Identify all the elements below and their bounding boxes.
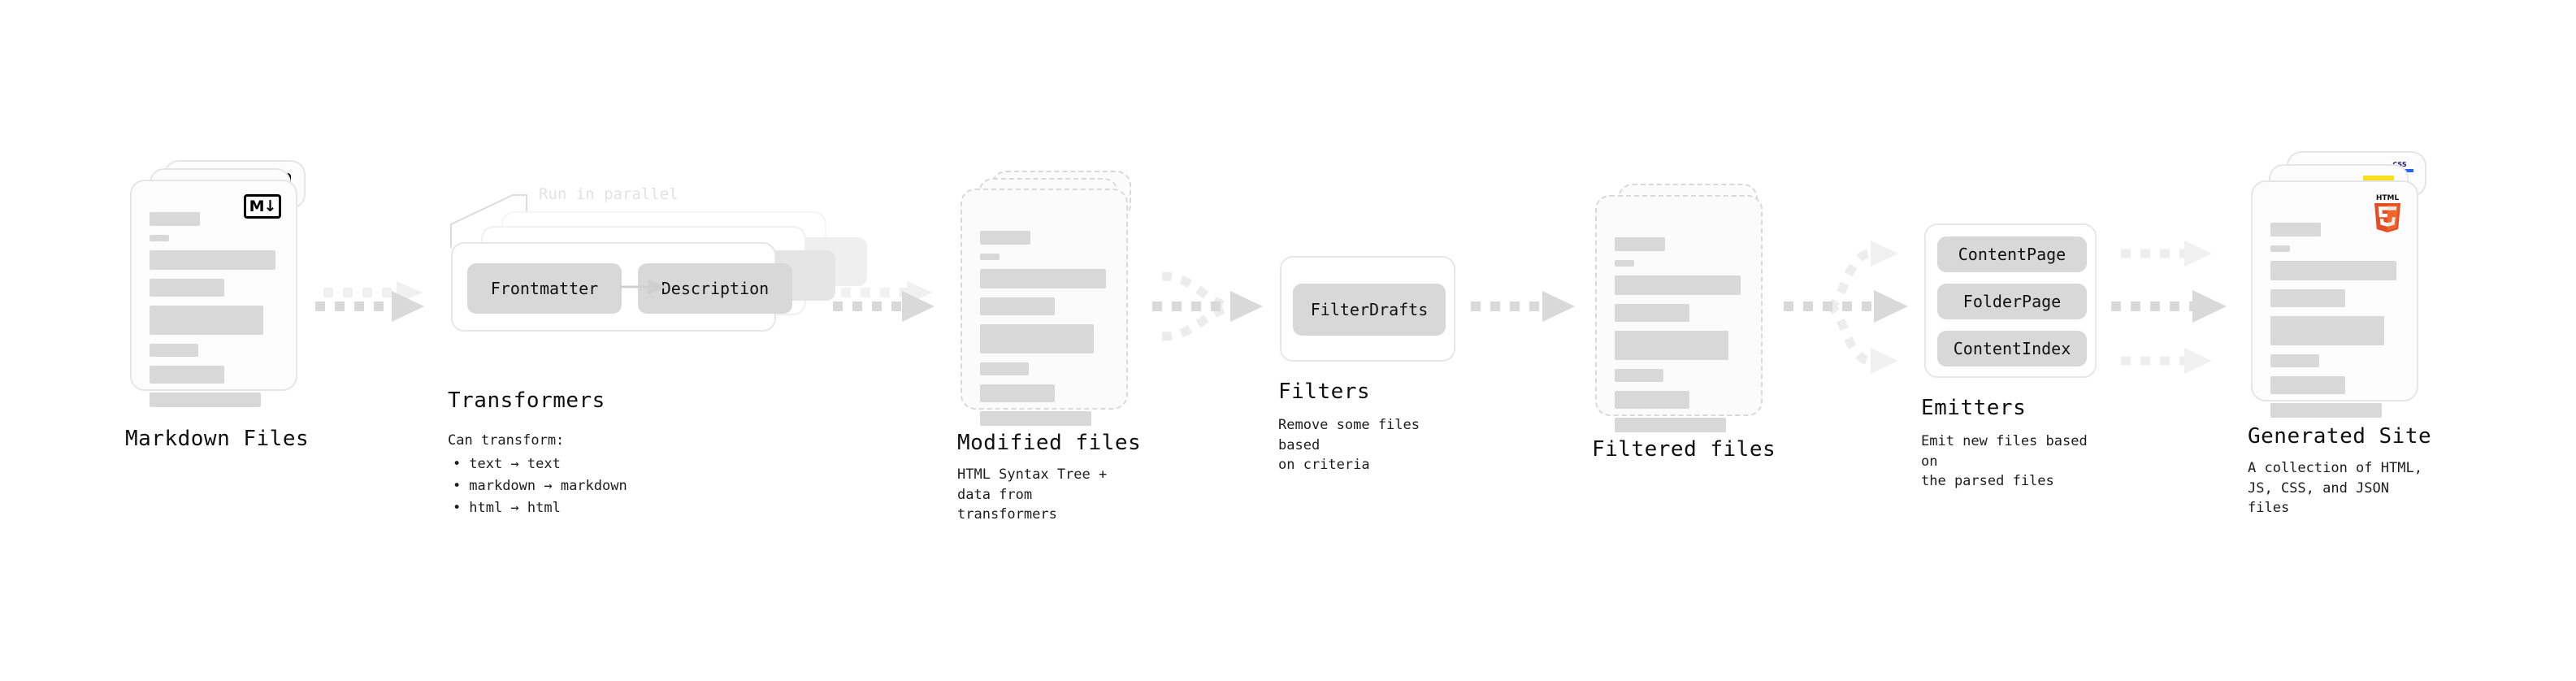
skeleton-bar: [2270, 223, 2321, 236]
emitter-chip-label: ContentIndex: [1953, 339, 2071, 358]
skeleton-bar: [2270, 376, 2345, 394]
html5-badge: HTML: [2370, 192, 2405, 232]
skeleton-bar: [980, 324, 1094, 354]
markdown-card-content: M↓: [132, 181, 296, 407]
markdown-badge-glyph: M↓: [244, 194, 281, 219]
skeleton-bar: [1615, 304, 1689, 322]
filtered-card-front: [1595, 195, 1763, 432]
skeleton-bar: [980, 297, 1055, 315]
skeleton-bar: [980, 231, 1030, 245]
filtered-file-stack: [1595, 184, 1771, 432]
skeleton-bar: [1615, 418, 1726, 432]
connector-markdown-to-transformers: [315, 281, 424, 322]
skeleton-bar: [150, 235, 169, 241]
generated-card-content: HTML: [2253, 182, 2417, 418]
skeleton-bar: [150, 306, 263, 335]
markdown-badge-front: M↓: [244, 194, 281, 219]
stage-subtitle-filters: Remove some files based on criteria: [1278, 417, 1420, 474]
transformers-capability-list: text → text markdown → markdown html → h…: [448, 453, 627, 520]
skeleton-bar: [980, 254, 1000, 260]
skeleton-bar: [1615, 391, 1689, 409]
connector-modified-to-filters: [1152, 271, 1263, 341]
stage-filtered-files: Filtered files: [1592, 184, 1776, 462]
skeleton-bar: [150, 250, 275, 270]
list-item: markdown → markdown: [448, 475, 627, 497]
html5-shield-svg: HTML: [2374, 194, 2400, 232]
stage-transformers: Run in parallel Frontmatter Desc: [448, 185, 867, 516]
stage-subtitle-modified-files: HTML Syntax Tree + data from transformer…: [957, 466, 1108, 523]
stage-title-emitters: Emitters: [1921, 396, 2027, 420]
skeleton-bar: [1615, 275, 1741, 295]
skeleton-bar: [150, 212, 200, 226]
skeleton-bar: [980, 269, 1106, 288]
emitters-box: ContentPage FolderPage ContentIndex: [1924, 223, 2097, 378]
emitter-chip-folderpage[interactable]: FolderPage: [1937, 284, 2087, 319]
stage-generated-site: CSS JS HTML: [2248, 151, 2431, 516]
skeleton-bar: [150, 344, 198, 357]
transformer-box-front: Frontmatter Description: [451, 242, 792, 332]
stage-title-generated-site: Generated Site: [2248, 424, 2432, 449]
run-in-parallel-label: Run in parallel: [539, 185, 679, 203]
stage-markdown-files: M↓ M↓ M↓: [125, 160, 309, 451]
emitter-chip-contentindex[interactable]: ContentIndex: [1937, 331, 2087, 367]
skeleton-bar: [2270, 245, 2290, 252]
skeleton-bar: [980, 384, 1055, 402]
connector-transformers-to-modified: [833, 281, 935, 322]
skeleton-bar: [2270, 316, 2384, 345]
stage-filters: FilterDrafts Filters Remove some files b…: [1278, 256, 1455, 473]
skeleton-bar: [2270, 261, 2396, 280]
skeleton-bar: [1615, 331, 1728, 360]
skeleton-bar: [150, 393, 261, 407]
html5-wordmark: HTML: [2376, 194, 2400, 202]
stage-modified-files: Modified files HTML Syntax Tree + data f…: [957, 171, 1141, 523]
html5-badge-glyph: HTML: [2370, 192, 2405, 232]
skeleton-bar: [2270, 403, 2382, 418]
filtered-card-content: [1597, 197, 1761, 432]
modified-file-stack: [961, 171, 1136, 426]
connector-emitters-to-generated: [2111, 241, 2227, 374]
emitter-chip-label: ContentPage: [1958, 245, 2066, 264]
list-item: html → html: [448, 497, 627, 519]
filter-chip-label: FilterDrafts: [1310, 300, 1429, 319]
generated-card-front: HTML: [2251, 180, 2418, 418]
skeleton-bar: [1615, 237, 1665, 251]
transformer-chip-label: Frontmatter: [490, 279, 599, 298]
connector-filters-to-filtered: [1471, 291, 1575, 322]
skeleton-bar: [2270, 354, 2319, 367]
stage-title-markdown-files: Markdown Files: [125, 427, 310, 451]
transformer-chip-frontmatter[interactable]: Frontmatter: [467, 263, 622, 314]
skeleton-bar: [1615, 260, 1634, 267]
filters-box: FilterDrafts: [1280, 256, 1455, 362]
filter-chip-filterdrafts[interactable]: FilterDrafts: [1293, 284, 1446, 336]
skeleton-bar: [980, 411, 1091, 426]
list-item: text → text: [448, 453, 627, 475]
skeleton-bar: [150, 279, 224, 297]
stage-title-modified-files: Modified files: [957, 431, 1142, 455]
transformers-sub-head: Can transform:: [448, 432, 565, 449]
stage-title-filtered-files: Filtered files: [1592, 437, 1776, 462]
generated-site-stack: CSS JS HTML: [2251, 151, 2426, 418]
stage-subtitle-generated-site: A collection of HTML, JS, CSS, and JSON …: [2248, 460, 2422, 517]
emitter-chip-label: FolderPage: [1962, 292, 2062, 311]
connector-filtered-to-emitters: [1784, 241, 1908, 374]
markdown-card-front: M↓: [130, 180, 297, 407]
emitter-chip-contentpage[interactable]: ContentPage: [1937, 236, 2087, 272]
skeleton-bar: [150, 366, 224, 384]
skeleton-bar: [980, 362, 1029, 375]
stage-title-filters: Filters: [1278, 380, 1371, 404]
transformer-chip-label: Description: [661, 279, 770, 298]
skeleton-bar: [1615, 369, 1663, 382]
stage-emitters: ContentPage FolderPage ContentIndex Emit…: [1921, 223, 2097, 489]
skeleton-bar: [2270, 289, 2345, 307]
markdown-file-stack: M↓ M↓ M↓: [130, 160, 306, 407]
stage-subtitle-emitters: Emit new files based on the parsed files: [1921, 433, 2088, 490]
modified-card-front: [961, 189, 1128, 426]
modified-card-content: [962, 190, 1126, 426]
stage-title-transformers: Transformers: [448, 388, 605, 413]
transformer-chip-description[interactable]: Description: [638, 263, 792, 314]
